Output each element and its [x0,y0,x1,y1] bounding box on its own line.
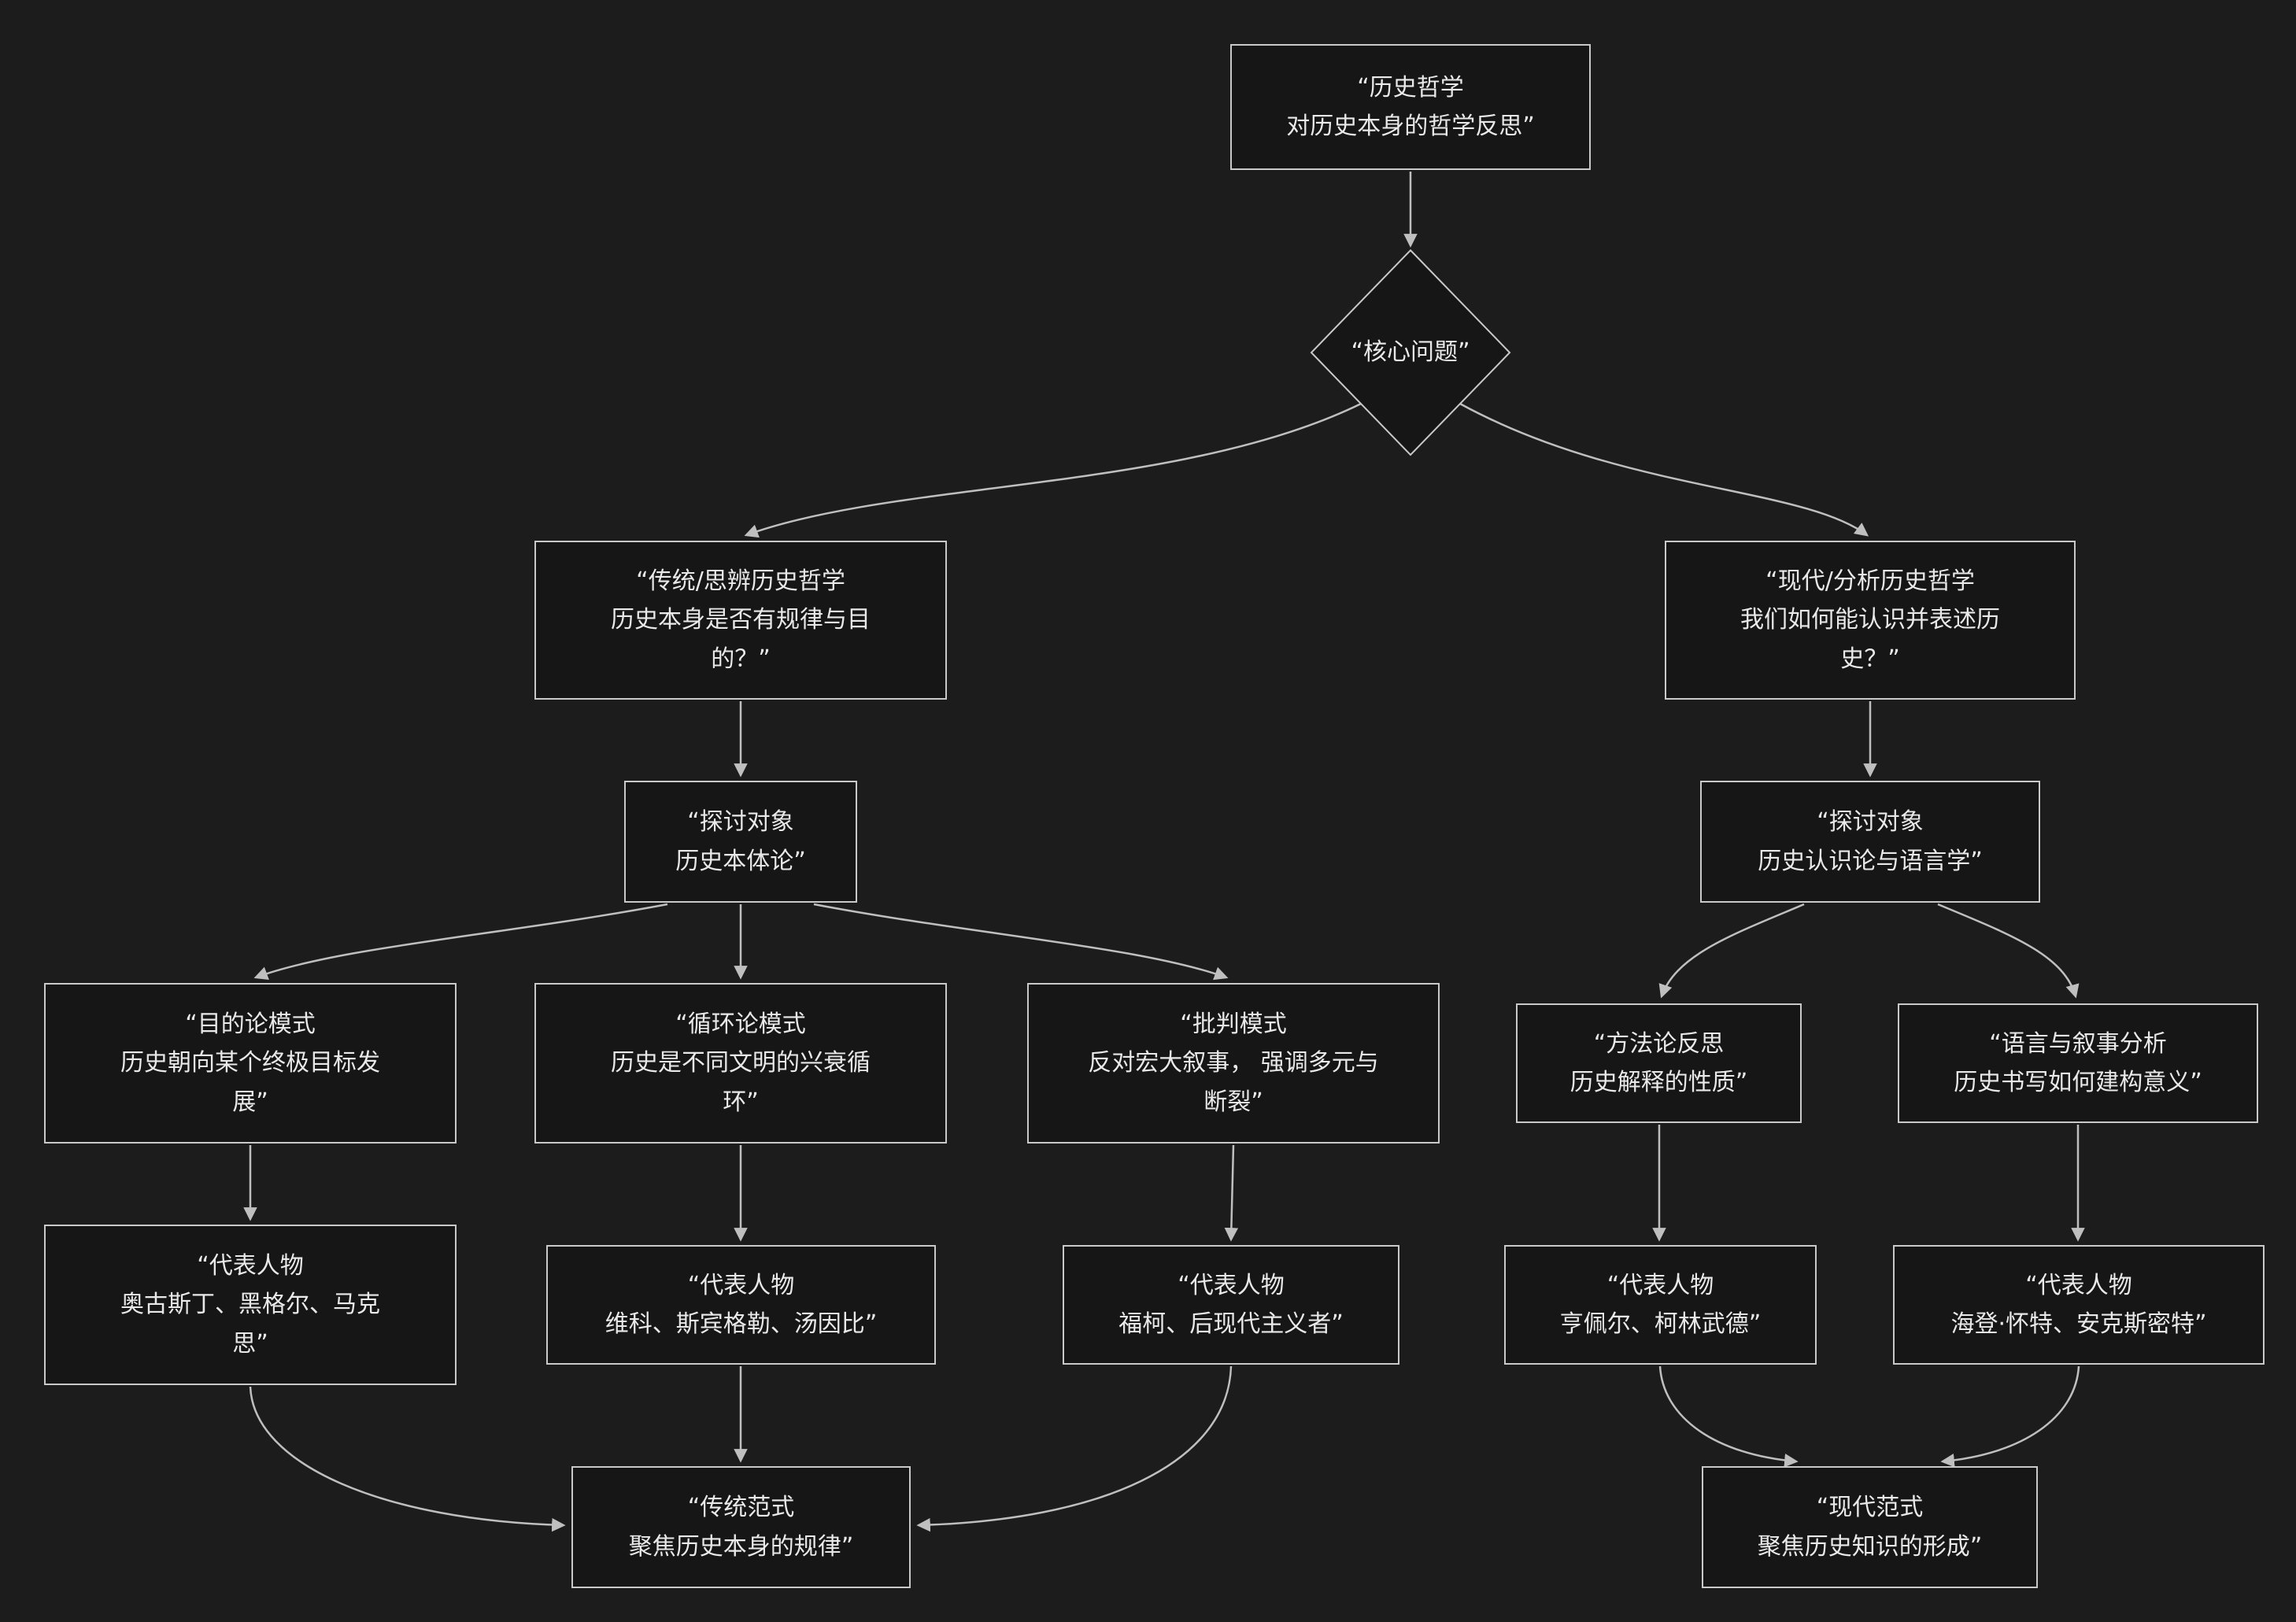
edge-repteleology-tradparadigm [249,1386,566,1532]
node-language-narrative-analysis: “语言与叙事分析 历史书写如何建构意义” [1898,1003,2258,1123]
node-modern-paradigm: “现代范式 聚焦历史知识的形成” [1702,1466,2038,1588]
edge-object-methodology [1658,903,1805,999]
node-traditional-object-ontology: “探讨对象 历史本体论” [624,781,857,903]
edge-replinguistic-modparadigm [1940,1365,2080,1468]
edge-critical-rep [1224,1144,1239,1242]
node-modern-analytic-philosophy: “现代/分析历史哲学 我们如何能认识并表述历 史？” [1665,541,2076,700]
node-core-question: “核心问题” [1351,338,1470,367]
node-representatives-critical: “代表人物 福柯、后现代主义者” [1063,1245,1399,1365]
edge-repmethodology-modparadigm [1658,1365,1799,1468]
edge-repcritical-tradparadigm [916,1365,1233,1532]
edge-core-traditional [744,402,1362,538]
node-cyclical-model: “循环论模式 历史是不同文明的兴衰循 环” [534,983,947,1144]
edge-core-modern [1459,402,1869,537]
node-modern-object-epistemology: “探讨对象 历史认识论与语言学” [1700,781,2040,903]
edge-object-critical [813,903,1229,981]
node-traditional-paradigm: “传统范式 聚焦历史本身的规律” [571,1466,911,1588]
node-traditional-speculative-philosophy: “传统/思辨历史哲学 历史本身是否有规律与目 的？” [534,541,947,700]
node-teleology-model: “目的论模式 历史朝向某个终极目标发 展” [44,983,457,1144]
node-representatives-methodology: “代表人物 亨佩尔、柯林武德” [1504,1245,1817,1365]
node-critical-model: “批判模式 反对宏大叙事， 强调多元与 断裂” [1027,983,1440,1144]
edge-object-teleology [253,903,668,981]
node-history-philosophy: “历史哲学 对历史本身的哲学反思” [1230,44,1591,170]
node-representatives-cyclical: “代表人物 维科、斯宾格勒、汤因比” [546,1245,936,1365]
edge-object-linguistic [1937,903,2080,999]
node-methodological-reflection: “方法论反思 历史解释的性质” [1516,1003,1802,1123]
node-representatives-teleology: “代表人物 奥古斯丁、黑格尔、马克 思” [44,1225,457,1385]
core-question-diamond [1310,249,1511,456]
node-representatives-linguistic: “代表人物 海登·怀特、安克斯密特” [1893,1245,2265,1365]
